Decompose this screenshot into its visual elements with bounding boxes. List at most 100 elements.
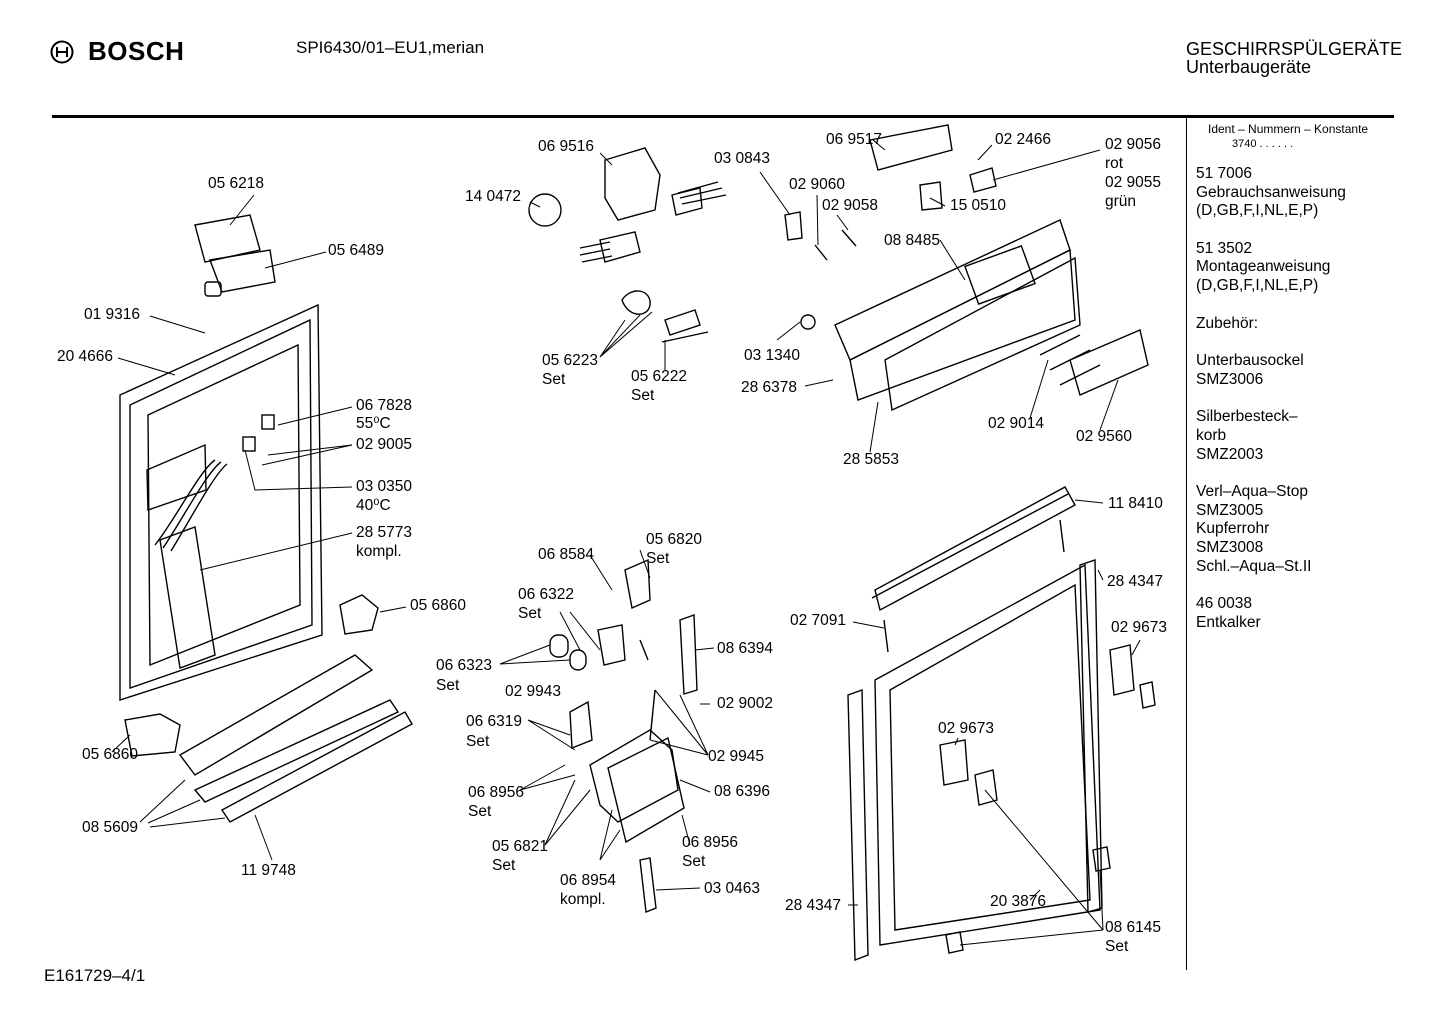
part-label: Set xyxy=(518,605,542,622)
part-label: Set xyxy=(436,677,460,694)
model-number: SPI6430/01–EU1,merian xyxy=(296,38,485,57)
sidebar-entry-line: Silberbesteck– xyxy=(1196,408,1298,426)
sidebar-entry-line: Kupferrohr xyxy=(1196,520,1270,538)
brand-name: BOSCH xyxy=(88,36,185,66)
part-label: 28 4347 xyxy=(1107,573,1164,590)
part-label: kompl. xyxy=(560,891,606,908)
part-label: 06 6322 xyxy=(518,586,575,603)
part-label: 02 7091 xyxy=(790,612,847,629)
sidebar-entry-line: Gebrauchsanweisung xyxy=(1196,183,1346,201)
part-label: Set xyxy=(468,803,492,820)
part-label: 02 9945 xyxy=(708,748,765,765)
sidebar-entry-line: 51 7006 xyxy=(1196,165,1253,182)
part-label: grün xyxy=(1105,193,1137,210)
part-label: 06 6323 xyxy=(436,657,493,674)
door-lock-drawing xyxy=(549,558,698,913)
part-label: 02 9055 xyxy=(1105,174,1162,191)
part-label: 11 8410 xyxy=(1108,495,1163,512)
part-label: 08 6394 xyxy=(717,640,774,657)
part-label: 01 9316 xyxy=(84,306,141,323)
category-line-1: GESCHIRRSPÜLGERÄTE xyxy=(1185,39,1402,59)
part-label: 20 3876 xyxy=(990,893,1047,910)
part-label: 05 6218 xyxy=(208,175,265,192)
part-label: 20 4666 xyxy=(57,348,114,365)
part-label: 28 4347 xyxy=(785,897,842,914)
part-label: 14 0472 xyxy=(465,188,522,205)
part-label: 08 6396 xyxy=(714,783,771,800)
part-label: 02 9673 xyxy=(938,720,995,737)
sidebar-divider xyxy=(1186,118,1187,970)
program-switch-drawing xyxy=(528,147,727,343)
trim-strip-drawing xyxy=(124,594,413,823)
sidebar-entry-line: Verl–Aqua–Stop xyxy=(1196,483,1309,501)
part-label: 03 0350 xyxy=(356,478,413,495)
sidebar-entry-line: Zubehör: xyxy=(1196,314,1259,332)
sidebar-entry-line: SMZ3008 xyxy=(1196,538,1264,556)
part-label: Set xyxy=(646,550,670,567)
part-label: rot xyxy=(1105,155,1124,172)
part-label: 03 0463 xyxy=(704,880,761,897)
part-label: 28 6378 xyxy=(741,379,798,396)
part-label: 02 2466 xyxy=(995,131,1052,148)
part-label: 06 8956 xyxy=(682,834,739,851)
part-label: 05 6821 xyxy=(492,838,549,855)
part-label: Set xyxy=(1105,938,1129,955)
part-label: Set xyxy=(682,853,706,870)
part-label: 02 9014 xyxy=(988,415,1045,432)
ident-title: Ident – Nummern – Konstante xyxy=(1208,122,1369,136)
category-title: GESCHIRRSPÜLGERÄTE Unterbaugeräte xyxy=(1186,40,1402,76)
inner-door-panel-drawing xyxy=(119,281,323,701)
sidebar-entry-line: korb xyxy=(1196,426,1227,444)
part-label: 06 7828 xyxy=(356,397,413,414)
part-label: 05 6860 xyxy=(82,746,139,763)
part-label: 05 6489 xyxy=(328,242,385,259)
part-label: 02 9002 xyxy=(717,695,774,712)
sidebar-entry-line: 46 0038 xyxy=(1196,595,1253,613)
sidebar-entry-line: Montageanweisung xyxy=(1196,258,1331,276)
part-label: 02 9060 xyxy=(789,176,846,193)
part-label: 28 5773 xyxy=(356,524,413,541)
sidebar-entry-line: (D,GB,F,I,NL,E,P) xyxy=(1196,202,1319,220)
brand-logo: BOSCH xyxy=(50,36,184,67)
part-label: Set xyxy=(492,857,516,874)
sidebar-entry-line: Entkalker xyxy=(1196,613,1261,631)
part-label: Set xyxy=(466,733,490,750)
part-label: 03 1340 xyxy=(744,347,801,364)
part-label: 02 9560 xyxy=(1076,428,1133,445)
sidebar-entry-line: SMZ3006 xyxy=(1196,370,1264,388)
part-label: 11 9748 xyxy=(241,862,296,879)
part-label: 06 8956 xyxy=(468,784,525,801)
sidebar-entry-line: SMZ3005 xyxy=(1196,501,1264,519)
sidebar-entry-line: (D,GB,F,I,NL,E,P) xyxy=(1196,276,1319,294)
part-label: 06 8954 xyxy=(560,872,617,889)
part-label: 08 8485 xyxy=(884,232,941,249)
bosch-armature-icon xyxy=(50,40,74,63)
category-line-2: Unterbaugeräte xyxy=(1185,57,1312,77)
control-panel-drawing xyxy=(784,124,1149,412)
part-label: Set xyxy=(542,371,566,388)
part-label: 05 6222 xyxy=(631,368,688,385)
part-label: 06 8584 xyxy=(538,546,595,563)
sidebar-entry: Zubehör: xyxy=(1196,315,1346,334)
ident-value: 3740 . . . . . . xyxy=(1232,138,1294,150)
outer-door-panel-drawing xyxy=(847,486,1156,962)
part-label: 05 6860 xyxy=(410,597,467,614)
part-label: 28 5853 xyxy=(843,451,900,468)
sidebar-entry-line: Schl.–Aqua–St.II xyxy=(1196,557,1312,575)
sidebar-entry-line: 51 3502 xyxy=(1196,239,1253,257)
part-label: 06 9516 xyxy=(538,138,595,155)
header-divider xyxy=(52,115,1394,118)
door-latch-drawing xyxy=(194,214,276,293)
part-label: Set xyxy=(631,387,655,404)
sidebar-entry-line: SMZ2003 xyxy=(1196,445,1264,463)
part-label: 02 9943 xyxy=(505,683,562,700)
part-label: 03 0843 xyxy=(714,150,771,167)
part-label: 02 9005 xyxy=(356,436,413,453)
part-label: 55⁰C xyxy=(356,415,391,432)
